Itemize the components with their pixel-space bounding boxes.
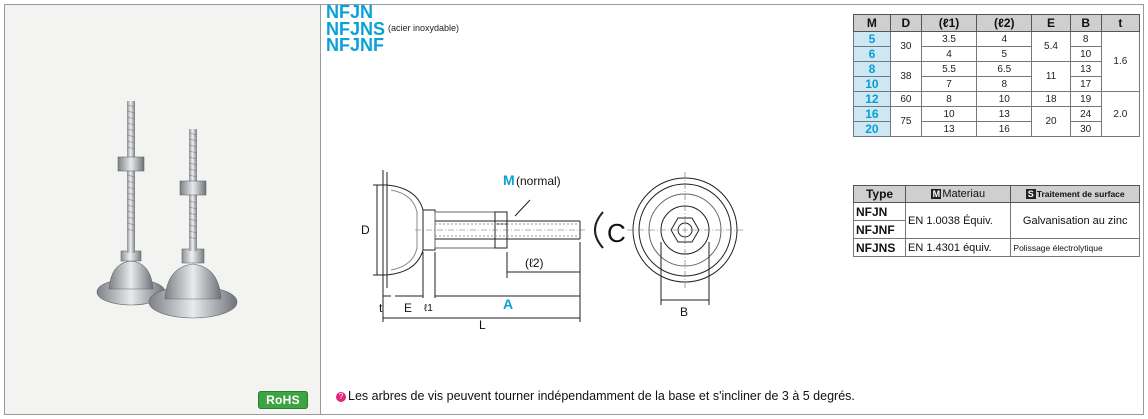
dim-cell-t: 2.0 xyxy=(1100,91,1141,137)
dim-cell-l1: 4 xyxy=(920,46,978,62)
product-photo-panel: RoHS xyxy=(5,5,321,414)
dim-cell-m: 10 xyxy=(853,76,891,92)
dim-cell-m: 8 xyxy=(853,61,891,77)
dim-cell-m: 6 xyxy=(853,46,891,62)
dim-cell-l1: 5.5 xyxy=(920,61,978,77)
dim-cell-l1: 7 xyxy=(920,76,978,92)
product-name-nfjn: NFJN xyxy=(326,2,374,22)
dim-cell-d: 38 xyxy=(889,61,922,92)
table-row: NFJNF xyxy=(852,220,1140,239)
dim-cell-t: 1.6 xyxy=(1100,31,1141,92)
dim-cell-b: 8 xyxy=(1069,31,1102,47)
dim-cell-l2: 8 xyxy=(976,76,1033,92)
technical-drawing: M (normal) D (ℓ2) t E ℓ1 A L C B xyxy=(361,170,743,330)
product-name-nfjnf: NFJNF xyxy=(326,35,384,55)
dim-cell-d: 75 xyxy=(889,106,922,137)
table-row: 16 75 10 13 20 24 xyxy=(853,106,1140,137)
drawing-label-c: C xyxy=(607,218,626,248)
rohs-badge: RoHS xyxy=(258,391,308,409)
dim-cell-l2: 13 xyxy=(976,106,1033,122)
surface-key-box: S xyxy=(1025,189,1036,199)
drawing-label-normal: (normal) xyxy=(516,174,561,188)
product-name-nfjns: NFJNS(acier inoxydable) xyxy=(326,19,460,39)
dim-header-e: E xyxy=(1031,14,1071,32)
dim-cell-d: 30 xyxy=(889,31,922,62)
drawing-label-d: D xyxy=(361,223,370,237)
dim-cell-b: 17 xyxy=(1069,76,1102,92)
dim-cell-b: 13 xyxy=(1069,61,1102,77)
mat-cell-type: NFJN xyxy=(852,202,907,221)
drawing-label-a: A xyxy=(503,296,513,312)
dim-cell-l1: 10 xyxy=(920,106,978,122)
table-row: 12 60 8 10 18 19 2.0 xyxy=(853,91,1141,137)
table-row: 20 13 16 30 xyxy=(853,121,1140,137)
dim-cell-l1: 8 xyxy=(920,91,978,107)
dim-cell-l1: 13 xyxy=(920,121,978,137)
mat-header-type: Type xyxy=(852,185,907,203)
dim-header-l1: (ℓ1) xyxy=(920,14,978,32)
dim-cell-e: 20 xyxy=(1031,106,1071,137)
product-frame: RoHS xyxy=(4,4,1144,415)
nfjns-material-note: (acier inoxydable) xyxy=(388,23,460,33)
dim-header-t: t xyxy=(1100,14,1141,32)
mat-cell-type: NFJNS xyxy=(852,238,907,257)
drawing-label-l1: ℓ1 xyxy=(424,303,433,314)
mat-cell-material: EN 1.4301 équiv. xyxy=(905,238,1012,257)
dim-cell-l1: 3.5 xyxy=(920,31,978,47)
dim-cell-b: 30 xyxy=(1069,121,1102,137)
dim-cell-b: 24 xyxy=(1069,106,1102,122)
drawing-label-l2: (ℓ2) xyxy=(525,256,544,270)
dim-cell-l2: 10 xyxy=(976,91,1033,107)
table-row: NFJN EN 1.0038 Équiv. Galvanisation au z… xyxy=(852,202,1140,239)
dim-cell-l2: 4 xyxy=(976,31,1033,47)
table-row: 5 30 3.5 4 5.4 8 1.6 xyxy=(853,31,1141,92)
mat-cell-material: EN 1.0038 Équiv. xyxy=(905,202,1012,239)
drawing-label-b: B xyxy=(680,305,688,319)
dim-cell-d: 60 xyxy=(889,91,922,107)
dim-cell-e: 18 xyxy=(1031,91,1071,107)
leveling-feet-photo xyxy=(96,101,238,319)
dim-cell-b: 19 xyxy=(1069,91,1102,107)
footnote-text: Les arbres de vis peuvent tourner indépe… xyxy=(348,389,855,403)
dim-cell-m: 5 xyxy=(853,31,891,47)
dim-cell-l2: 6.5 xyxy=(976,61,1033,77)
table-row: 8 38 5.5 6.5 11 13 xyxy=(853,61,1140,92)
drawing-label-e: E xyxy=(404,301,412,315)
dim-cell-e: 5.4 xyxy=(1031,31,1071,62)
dim-cell-m: 20 xyxy=(853,121,891,137)
dimension-table: M D (ℓ1) (ℓ2) E B t 5 30 3.5 4 5.4 8 1.6… xyxy=(853,14,1141,137)
dim-header-b: B xyxy=(1069,14,1102,32)
dim-cell-l2: 16 xyxy=(976,121,1033,137)
mat-cell-type: NFJNF xyxy=(852,220,907,239)
info-bullet-icon: ? xyxy=(336,392,346,402)
mat-cell-surface: Galvanisation au zinc xyxy=(1010,202,1140,239)
dim-cell-m: 16 xyxy=(853,106,891,122)
dim-cell-m: 12 xyxy=(853,91,891,107)
dim-header-d: D xyxy=(889,14,922,32)
footnote: ?Les arbres de vis peuvent tourner indép… xyxy=(336,389,855,403)
dim-header-l2: (ℓ2) xyxy=(976,14,1033,32)
dim-cell-l2: 5 xyxy=(976,46,1033,62)
product-titles: NFJN NFJNS(acier inoxydable) NFJNF xyxy=(326,2,460,55)
drawing-label-l: L xyxy=(479,318,486,330)
dim-cell-e: 11 xyxy=(1031,61,1071,92)
drawing-label-m: M xyxy=(503,172,515,188)
drawing-label-t: t xyxy=(379,301,383,315)
dim-header-m: M xyxy=(853,14,891,32)
dim-cell-b: 10 xyxy=(1069,46,1102,62)
table-row: NFJNS EN 1.4301 équiv. Polissage électro… xyxy=(852,238,1140,257)
mat-cell-surface: Polissage électrolytique xyxy=(1010,238,1140,257)
material-key-box: M xyxy=(931,189,942,199)
